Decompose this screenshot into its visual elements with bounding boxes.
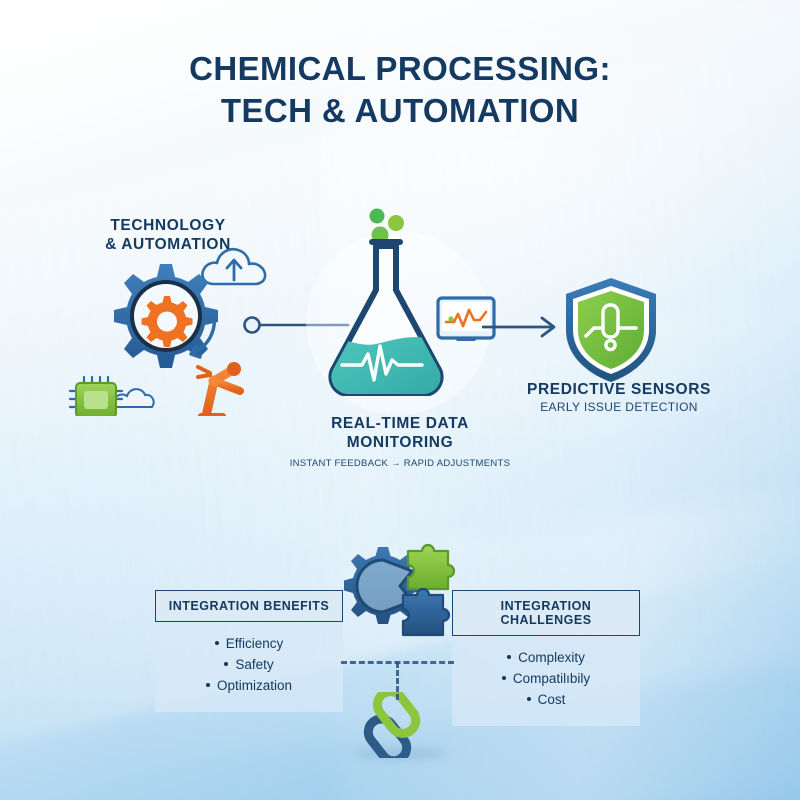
monitoring-sublabel: INSTANT FEEDBACK → RAPID ADJUSTMENTS — [289, 458, 511, 469]
chain-link-icon — [358, 687, 442, 766]
list-item: Optimization — [161, 675, 337, 696]
integration-benefits-list: Efficiency Safety Optimization — [161, 633, 337, 696]
puzzle-piece-green-icon — [406, 543, 456, 591]
list-item: Compatilıbily — [458, 668, 634, 689]
monitoring-label: REAL-TIME DATA MONITORING INSTANT FEEDBA… — [280, 414, 520, 472]
technology-label-line-1: TECHNOLOGY — [110, 217, 226, 234]
monitor-wave-icon — [444, 308, 488, 328]
sensors-label-line-1: PREDICTIVE SENSORS — [527, 381, 711, 398]
integration-challenges-body: Complexity Compatilıbily Cost — [452, 636, 640, 726]
flask-icon — [328, 239, 444, 397]
monitoring-label-line-1: REAL-TIME DATA — [331, 415, 469, 432]
technology-automation-illustration — [60, 236, 290, 421]
list-item-label: Optimization — [216, 678, 293, 693]
page-title: CHEMICAL PROCESSING: TECH & AUTOMATION — [0, 48, 800, 132]
inner-gear-icon — [141, 296, 193, 347]
integration-challenges-heading: INTEGRATION CHALLENGES — [452, 590, 640, 636]
technology-label-line-2: & AUTOMATION — [105, 236, 231, 253]
integration-illustration — [340, 543, 460, 658]
bubbles-icon — [369, 208, 404, 244]
list-item-label: Cost — [537, 692, 566, 707]
integration-benefits-heading: INTEGRATION BENEFITS — [155, 590, 343, 622]
realtime-monitoring-illustration — [318, 196, 518, 401]
page-title-line-1: CHEMICAL PROCESSING: — [189, 50, 611, 87]
sensors-sublabel: EARLY ISSUE DETECTION — [540, 400, 698, 414]
list-item-label: Complexity — [518, 650, 585, 665]
bullet-icon — [501, 676, 506, 681]
robot-arm-icon — [196, 362, 244, 421]
connector-group — [240, 300, 580, 355]
alert-mark-icon — [584, 303, 638, 352]
bullet-icon — [224, 662, 229, 667]
bullet-icon — [214, 641, 219, 646]
page-title-line-2: TECH & AUTOMATION — [220, 92, 580, 129]
list-item: Efficiency — [161, 633, 337, 654]
microchip-icon — [68, 375, 155, 418]
integration-benefits-body: Efficiency Safety Optimization — [155, 622, 343, 712]
list-item-label: Safety — [235, 657, 274, 672]
shield-icon — [566, 278, 656, 382]
list-item: Complexity — [458, 647, 634, 668]
panel-connector-vertical — [396, 662, 399, 700]
list-item-label: Efficiency — [225, 636, 284, 651]
rotation-arrow-icon — [189, 310, 216, 359]
integration-benefits-panel: INTEGRATION BENEFITS Efficiency Safety O… — [155, 590, 343, 712]
chain-shadow — [355, 748, 447, 759]
list-item-label: Compatilıbily — [512, 671, 591, 686]
integration-challenges-panel: INTEGRATION CHALLENGES Complexity Compat… — [452, 590, 640, 726]
predictive-sensors-illustration — [556, 274, 666, 391]
bullet-icon — [205, 683, 210, 688]
list-item: Cost — [458, 689, 634, 710]
technology-label: TECHNOLOGY & AUTOMATION — [58, 216, 278, 254]
sensors-label: PREDICTIVE SENSORS EARLY ISSUE DETECTION — [508, 380, 730, 415]
list-item: Safety — [161, 654, 337, 675]
circle-node-icon — [243, 316, 261, 334]
cloud-upload-icon — [201, 247, 267, 286]
monitor-icon — [436, 296, 496, 341]
puzzle-piece-blue-icon — [401, 587, 451, 637]
pulse-wave-icon — [340, 344, 424, 382]
bullet-icon — [507, 655, 512, 660]
monitoring-label-line-2: MONITORING — [346, 434, 454, 451]
arrow-right-icon — [480, 310, 572, 349]
integration-challenges-list: Complexity Compatilıbily Cost — [458, 647, 634, 710]
bullet-icon — [526, 697, 531, 702]
